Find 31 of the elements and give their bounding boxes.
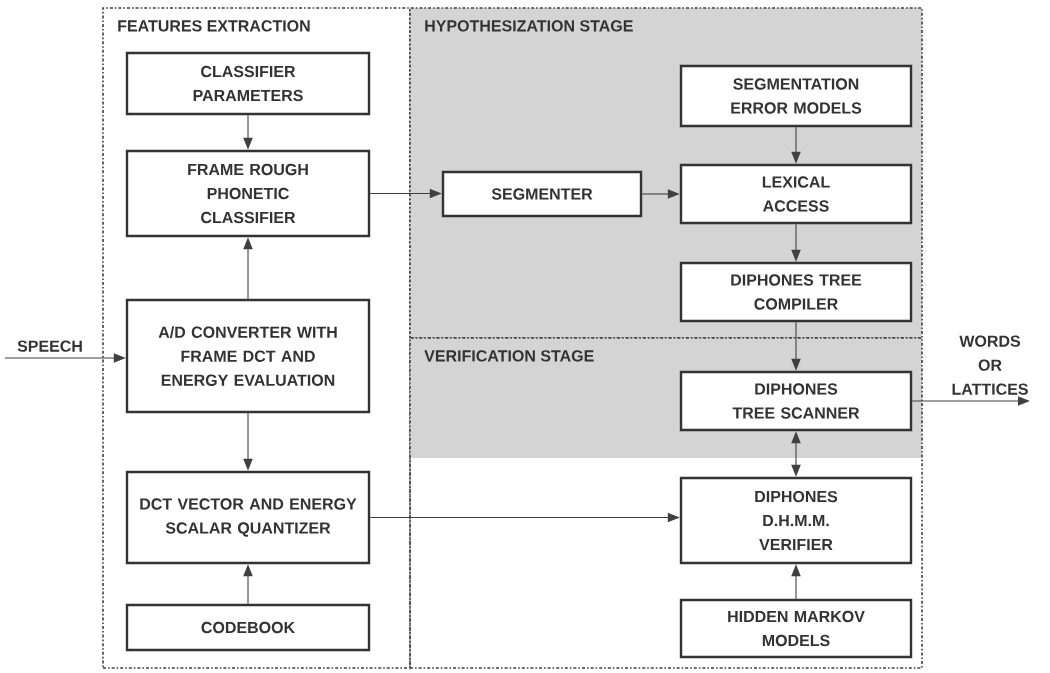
process-box: CLASSIFIER PARAMETERS	[125, 51, 371, 116]
process-box: A/D CONVERTER WITH FRAME DCT AND ENERGY EVALUATION	[125, 298, 371, 414]
arrow	[911, 396, 1030, 406]
process-box: DIPHONES TREE COMPILER	[679, 261, 913, 323]
process-box: DIPHONES TREE SCANNER	[679, 370, 913, 432]
process-box: SEGMENTATION ERROR MODELS	[679, 64, 913, 128]
panel-heading: FEATURES EXTRACTION	[118, 20, 310, 32]
arrow	[243, 237, 253, 300]
arrow	[791, 126, 801, 164]
process-box: DCT VECTOR AND ENERGY SCALAR QUANTIZER	[125, 470, 371, 565]
flow-label: SPEECH	[17, 340, 82, 352]
arrow	[791, 431, 801, 477]
process-box: SEGMENTER	[441, 170, 643, 218]
process-box: CODEBOOK	[125, 603, 371, 652]
process-box: HIDDEN MARKOV MODELS	[679, 598, 913, 659]
arrow	[243, 564, 253, 605]
flow-label: WORDS OR LATTICES	[952, 335, 1028, 395]
arrow	[791, 223, 801, 262]
arrow	[791, 321, 801, 371]
panel-heading: HYPOTHESIZATION STAGE	[425, 20, 633, 32]
process-box: FRAME ROUGH PHONETIC CLASSIFIER	[125, 149, 371, 238]
process-box: DIPHONES D.H.M.M. VERIFIER	[679, 476, 913, 565]
arrow	[641, 189, 680, 199]
panel-heading: VERIFICATION STAGE	[424, 350, 594, 362]
arrow	[369, 188, 442, 199]
arrow	[243, 412, 253, 471]
arrow	[791, 564, 801, 600]
arrow	[243, 114, 253, 150]
process-box: LEXICAL ACCESS	[679, 163, 913, 225]
arrow	[369, 512, 680, 523]
arrow	[4, 353, 126, 363]
